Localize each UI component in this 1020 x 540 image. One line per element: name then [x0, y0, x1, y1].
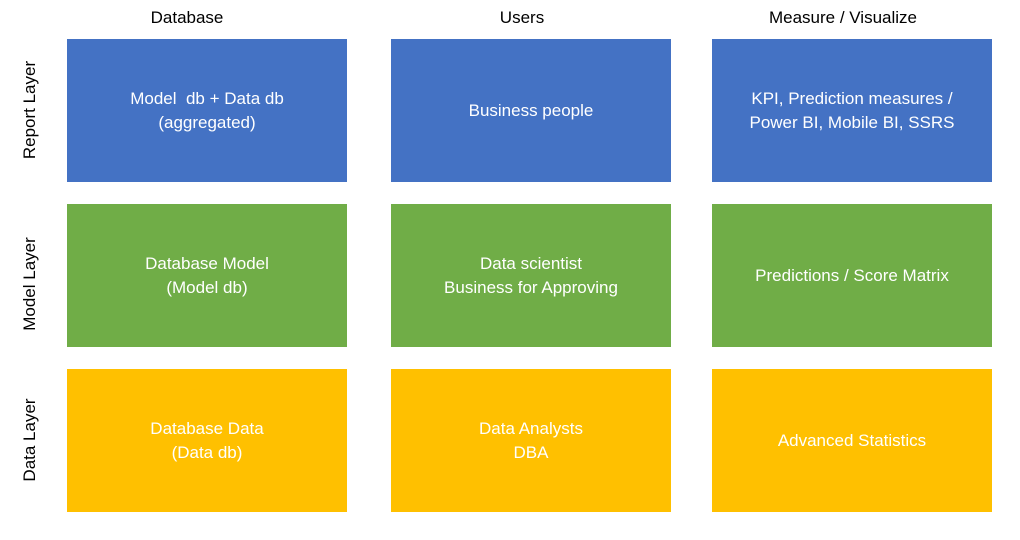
cell-data-database: Database Data (Data db) [67, 369, 347, 512]
cell-line: Database Data [150, 418, 264, 438]
cell-line: (Model db) [166, 277, 248, 297]
cell-line: Business people [468, 100, 594, 120]
cell-line: Data Analysts [479, 418, 583, 438]
column-header-measure-visualize: Measure / Visualize [768, 8, 918, 27]
cell-line: (Data db) [171, 442, 243, 462]
column-header-database: Database [150, 8, 224, 27]
cell-line: (aggregated) [158, 112, 256, 132]
cell-line: Advanced Statistics [777, 430, 927, 450]
column-header-users: Users [499, 8, 545, 27]
cell-data-measure: Advanced Statistics [712, 369, 992, 512]
cell-line: KPI, Prediction measures / [751, 88, 953, 108]
cell-model-users: Data scientist Business for Approving [391, 204, 671, 347]
cell-report-users: Business people [391, 39, 671, 182]
cell-line: Data scientist [479, 253, 583, 273]
cell-report-measure: KPI, Prediction measures / Power BI, Mob… [712, 39, 992, 182]
cell-model-measure: Predictions / Score Matrix [712, 204, 992, 347]
cell-report-database: Model db + Data db (aggregated) [67, 39, 347, 182]
cell-line: DBA [513, 442, 549, 462]
cell-line: Database Model [145, 253, 269, 273]
cell-line: Predictions / Score Matrix [755, 265, 949, 285]
cell-data-users: Data Analysts DBA [391, 369, 671, 512]
cell-line: Model db + Data db [130, 88, 284, 108]
cell-model-database: Database Model (Model db) [67, 204, 347, 347]
cell-line: Business for Approving [444, 277, 618, 297]
cell-line: Power BI, Mobile BI, SSRS [749, 112, 955, 132]
